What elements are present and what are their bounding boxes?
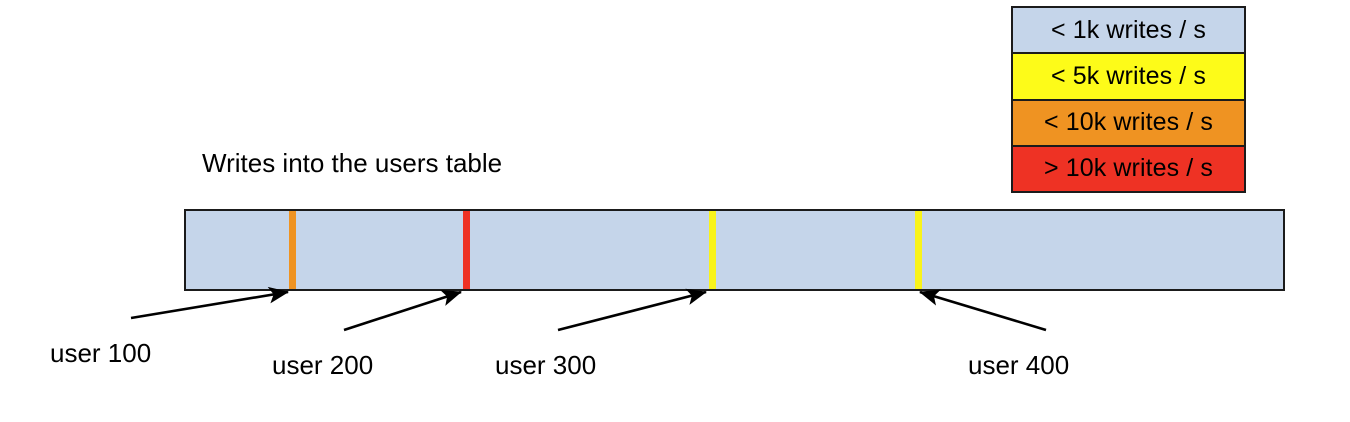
callout-label-user-400: user 400 (968, 350, 1070, 380)
arrow-user-400 (919, 289, 1047, 332)
legend-row-over-10k: > 10k writes / s (1013, 146, 1244, 191)
legend-label-under-5k: < 5k writes / s (1050, 61, 1206, 90)
legend-row-under-1k: < 1k writes / s (1013, 8, 1244, 55)
callout-label-user-200: user 200 (272, 350, 374, 380)
legend-label-over-10k: > 10k writes / s (1043, 154, 1214, 183)
hot-stripe-user-200 (463, 211, 470, 289)
arrow-user-100 (130, 286, 290, 320)
chart-title: Writes into the users table (202, 148, 503, 178)
legend-row-under-5k: < 5k writes / s (1013, 54, 1244, 101)
hot-stripe-user-300 (709, 211, 716, 289)
write-rate-legend: < 1k writes / s < 5k writes / s < 10k wr… (1011, 6, 1246, 193)
legend-label-under-1k: < 1k writes / s (1050, 15, 1206, 44)
hot-stripe-user-100 (289, 211, 296, 289)
callout-label-user-300: user 300 (495, 350, 597, 380)
users-table-keyrange-bar (184, 209, 1285, 291)
legend-row-under-10k: < 10k writes / s (1013, 100, 1244, 147)
callout-label-user-100: user 100 (50, 338, 152, 368)
arrow-user-200 (343, 290, 462, 332)
arrow-user-300 (557, 288, 708, 332)
hot-stripe-user-400 (915, 211, 922, 289)
legend-label-under-10k: < 10k writes / s (1043, 108, 1214, 137)
